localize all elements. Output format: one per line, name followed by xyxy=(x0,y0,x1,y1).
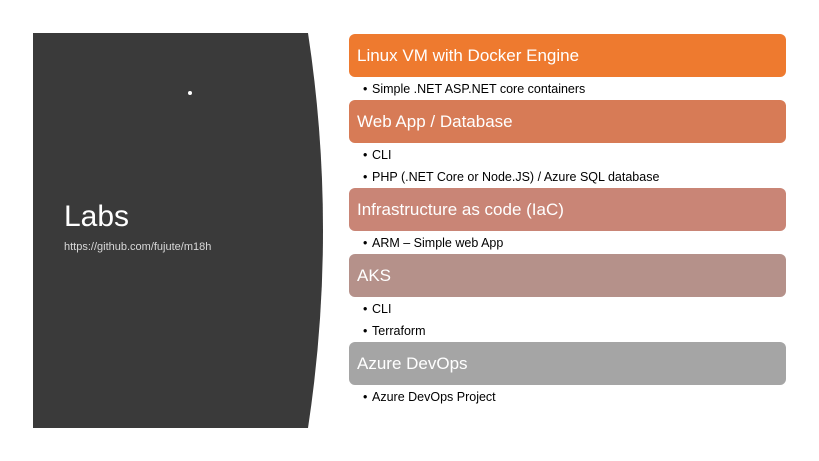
section: Web App / Database • CLI • PHP (.NET Core or… xyxy=(349,100,786,188)
section: Azure DevOps • Azure DevOps Project xyxy=(349,342,786,408)
bullet-icon: • xyxy=(363,82,368,96)
bullet-list: • Azure DevOps Project xyxy=(349,386,786,408)
bullet-text: Azure DevOps Project xyxy=(372,390,496,404)
bullet-text: CLI xyxy=(372,302,392,316)
bullet-icon: • xyxy=(363,148,368,162)
section-header: Azure DevOps xyxy=(349,342,786,385)
bullet-icon: • xyxy=(363,390,368,404)
bullet-icon: • xyxy=(363,302,368,316)
bullet-list: • Simple .NET ASP.NET core containers xyxy=(349,78,786,100)
section-header: Web App / Database xyxy=(349,100,786,143)
bullet-list: • CLI • Terraform xyxy=(349,298,786,342)
section-header: AKS xyxy=(349,254,786,297)
title-panel: Labs https://github.com/fujute/m18h xyxy=(0,0,340,461)
decorative-dot xyxy=(188,91,192,95)
bullet-list: • CLI • PHP (.NET Core or Node.JS) / Azure … xyxy=(349,144,786,188)
section: Linux VM with Docker Engine • Simple .NET … xyxy=(349,34,786,100)
repo-url-link[interactable]: https://github.com/fujute/m18h xyxy=(64,241,212,253)
bullet-item: • PHP (.NET Core or Node.JS) / Azure SQL … xyxy=(363,166,786,188)
section-header: Linux VM with Docker Engine xyxy=(349,34,786,77)
bullet-list: • ARM – Simple web App xyxy=(349,232,786,254)
title-panel-background xyxy=(33,33,323,428)
bullet-icon: • xyxy=(363,324,368,338)
slide-title: Labs xyxy=(64,200,130,233)
bullet-icon: • xyxy=(363,170,368,184)
section-header: Infrastructure as code (IaC) xyxy=(349,188,786,231)
bullet-icon: • xyxy=(363,236,368,250)
bullet-text: Terraform xyxy=(372,324,426,338)
bullet-item: • Simple .NET ASP.NET core containers xyxy=(363,78,786,100)
bullet-text: CLI xyxy=(372,148,392,162)
bullet-item: • Terraform xyxy=(363,320,786,342)
bullet-item: • ARM – Simple web App xyxy=(363,232,786,254)
section: Infrastructure as code (IaC) • ARM – Simpl… xyxy=(349,188,786,254)
bullet-item: • CLI xyxy=(363,298,786,320)
bullet-text: ARM – Simple web App xyxy=(372,236,504,250)
section: AKS • CLI • Terraform xyxy=(349,254,786,342)
bullet-item: • Azure DevOps Project xyxy=(363,386,786,408)
bullet-item: • CLI xyxy=(363,144,786,166)
sections-list: Linux VM with Docker Engine • Simple .NET … xyxy=(349,34,786,408)
bullet-text: PHP (.NET Core or Node.JS) / Azure SQL d… xyxy=(372,170,660,184)
bullet-text: Simple .NET ASP.NET core containers xyxy=(372,82,586,96)
